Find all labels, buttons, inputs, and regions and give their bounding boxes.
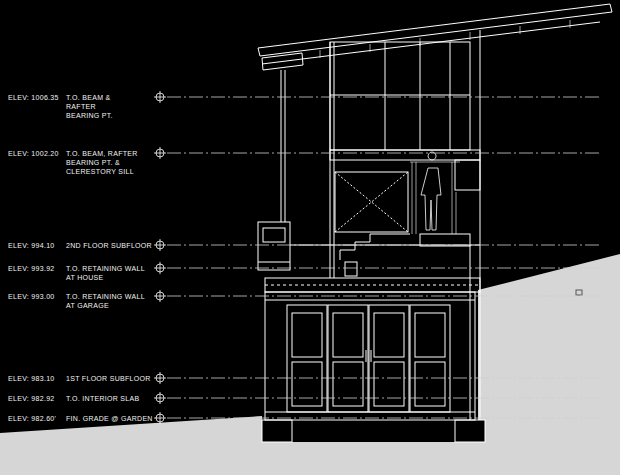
elevation-markers bbox=[154, 91, 166, 424]
structure bbox=[258, 4, 612, 442]
elevation-note: 1ST FLOOR SUBFLOOR bbox=[66, 374, 154, 383]
elevation-note: T.O. BEAM, RAFTER BEARING PT. & CLERESTO… bbox=[66, 149, 154, 176]
elevation-note: 2ND FLOOR SUBFLOOR bbox=[66, 241, 154, 250]
elevation-lines bbox=[167, 97, 600, 418]
elevation-note: T.O. RETAINING WALL AT HOUSE bbox=[66, 264, 148, 282]
elevation-value: ELEV: 994.10 bbox=[8, 241, 55, 250]
elevation-value: ELEV: 982.60' bbox=[8, 414, 56, 423]
elevation-value: ELEV: 993.00 bbox=[8, 292, 55, 301]
elevation-note: T.O. BEAM & RAFTER BEARING PT. bbox=[66, 93, 118, 120]
ground bbox=[0, 254, 620, 475]
elevation-value: ELEV: 1002.20 bbox=[8, 149, 59, 158]
elevation-value: ELEV: 1006.35 bbox=[8, 93, 59, 102]
elevation-note: T.O. RETAINING WALL AT GARAGE bbox=[66, 292, 148, 310]
elevation-value: ELEV: 993.92 bbox=[8, 264, 55, 273]
elevation-value: ELEV: 983.10 bbox=[8, 374, 55, 383]
elevation-note: FIN. GRADE @ GARDEN bbox=[66, 414, 154, 423]
elevation-note: T.O. INTERIOR SLAB bbox=[66, 394, 154, 403]
elevation-value: ELEV: 982.92 bbox=[8, 394, 55, 403]
